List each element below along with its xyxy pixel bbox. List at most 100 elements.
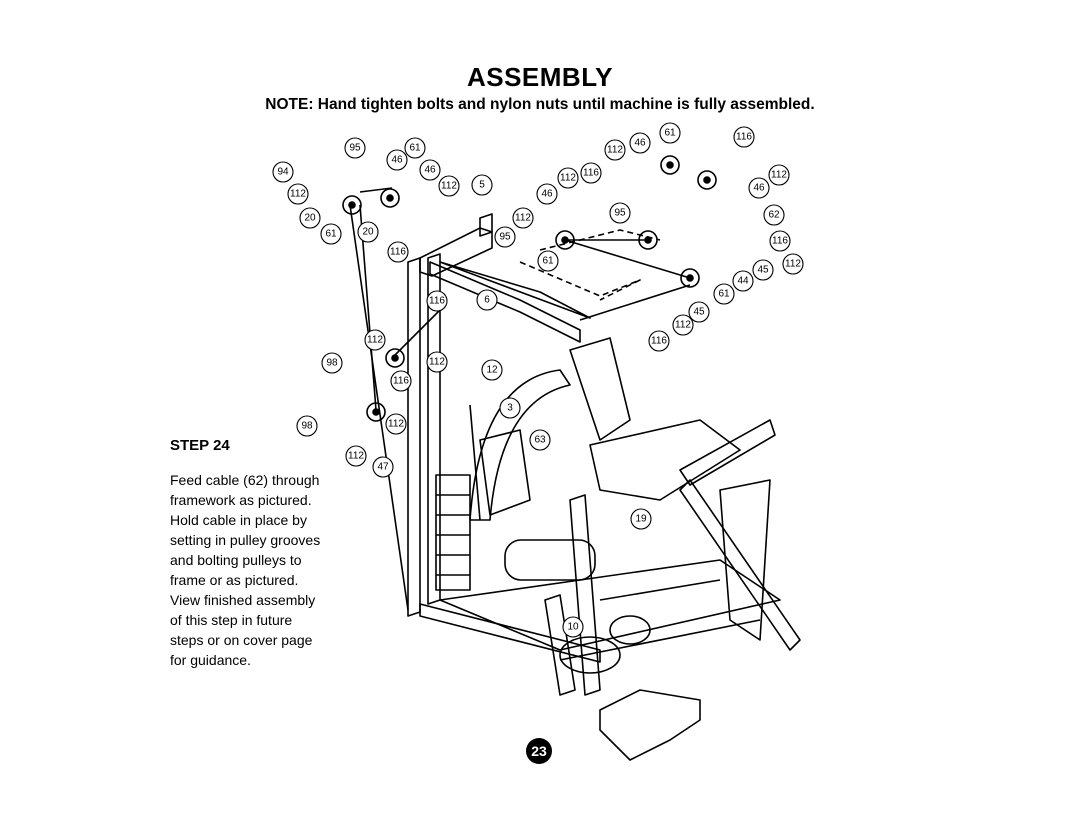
part-label: 112 [512, 207, 534, 229]
part-label: 112 [426, 351, 448, 373]
svg-text:112: 112 [771, 170, 787, 181]
part-label: 112 [287, 183, 309, 205]
svg-text:61: 61 [718, 289, 730, 300]
svg-text:98: 98 [301, 421, 313, 432]
instruction-line: for guidance. [170, 652, 251, 668]
part-label: 19 [630, 508, 652, 530]
part-label: 112 [345, 445, 367, 467]
svg-text:47: 47 [377, 462, 389, 473]
svg-text:112: 112 [607, 145, 623, 156]
svg-text:112: 112 [290, 189, 306, 200]
part-label: 61 [537, 250, 559, 272]
svg-text:20: 20 [304, 213, 316, 224]
part-label: 95 [494, 226, 516, 248]
step-instructions: Feed cable (62) through framework as pic… [170, 470, 370, 670]
part-label: 112 [385, 413, 407, 435]
svg-text:61: 61 [542, 256, 554, 267]
instruction-line: framework as pictured. [170, 492, 312, 508]
part-label: 5 [471, 174, 493, 196]
svg-text:116: 116 [429, 296, 445, 307]
svg-text:44: 44 [737, 276, 749, 287]
svg-text:46: 46 [391, 155, 403, 166]
svg-text:62: 62 [768, 210, 780, 221]
svg-text:20: 20 [362, 227, 374, 238]
part-label: 95 [609, 202, 631, 224]
assembly-note: NOTE: Hand tighten bolts and nylon nuts … [265, 96, 815, 113]
instruction-line: of this step in future [170, 612, 293, 628]
part-label: 3 [499, 397, 521, 419]
part-label: 95 [344, 137, 366, 159]
part-label: 112 [604, 139, 626, 161]
page-number: 23 [526, 738, 552, 764]
part-label: 46 [629, 132, 651, 154]
part-label: 112 [768, 164, 790, 186]
part-label: 112 [672, 314, 694, 336]
instruction-line: steps or on cover page [170, 632, 313, 648]
svg-text:3: 3 [507, 403, 513, 414]
part-label: 61 [659, 122, 681, 144]
svg-text:112: 112 [348, 451, 364, 462]
part-label: 61 [320, 223, 342, 245]
svg-text:63: 63 [534, 435, 546, 446]
svg-text:112: 112 [441, 181, 457, 192]
svg-text:112: 112 [388, 419, 404, 430]
part-label: 12 [481, 359, 503, 381]
part-label: 112 [557, 167, 579, 189]
svg-text:95: 95 [614, 208, 626, 219]
svg-text:112: 112 [675, 320, 691, 331]
svg-text:112: 112 [560, 173, 576, 184]
part-label: 20 [357, 221, 379, 243]
instruction-line: Feed cable (62) through [170, 472, 320, 488]
svg-text:112: 112 [367, 335, 383, 346]
part-label: 116 [648, 330, 670, 352]
part-label: 112 [782, 253, 804, 275]
instruction-line: frame or as pictured. [170, 572, 299, 588]
part-label: 20 [299, 207, 321, 229]
part-label: 63 [529, 429, 551, 451]
svg-text:61: 61 [325, 229, 337, 240]
part-label: 10 [562, 616, 584, 638]
part-label: 116 [580, 162, 602, 184]
svg-text:98: 98 [326, 358, 338, 369]
part-label: 116 [390, 370, 412, 392]
svg-text:116: 116 [772, 236, 788, 247]
part-label: 6 [476, 289, 498, 311]
svg-text:112: 112 [785, 259, 801, 270]
part-label: 46 [386, 149, 408, 171]
part-label: 116 [769, 230, 791, 252]
part-label: 112 [438, 175, 460, 197]
part-label: 62 [763, 204, 785, 226]
part-label: 45 [752, 259, 774, 281]
part-label: 116 [426, 290, 448, 312]
part-label: 98 [321, 352, 343, 374]
svg-text:116: 116 [583, 168, 599, 179]
part-label: 46 [536, 183, 558, 205]
part-label: 47 [372, 456, 394, 478]
svg-text:19: 19 [635, 514, 647, 525]
part-label: 46 [748, 177, 770, 199]
part-label: 46 [419, 159, 441, 181]
svg-text:12: 12 [486, 365, 498, 376]
part-label: 116 [733, 126, 755, 148]
instruction-line: Hold cable in place by [170, 512, 307, 528]
svg-text:10: 10 [567, 622, 579, 633]
svg-text:94: 94 [277, 167, 289, 178]
svg-text:95: 95 [499, 232, 511, 243]
svg-text:112: 112 [429, 357, 445, 368]
svg-text:46: 46 [753, 183, 765, 194]
svg-text:61: 61 [664, 128, 676, 139]
svg-text:45: 45 [757, 265, 769, 276]
part-label: 94 [272, 161, 294, 183]
svg-text:61: 61 [409, 143, 421, 154]
instruction-line: setting in pulley grooves [170, 532, 321, 548]
part-label: 98 [296, 415, 318, 437]
part-label: 61 [713, 283, 735, 305]
svg-text:95: 95 [349, 143, 361, 154]
part-label: 45 [688, 301, 710, 323]
part-label: 116 [387, 241, 409, 263]
step-title: STEP 24 [170, 437, 230, 454]
svg-text:6: 6 [484, 295, 490, 306]
svg-text:46: 46 [424, 165, 436, 176]
svg-text:45: 45 [693, 307, 705, 318]
